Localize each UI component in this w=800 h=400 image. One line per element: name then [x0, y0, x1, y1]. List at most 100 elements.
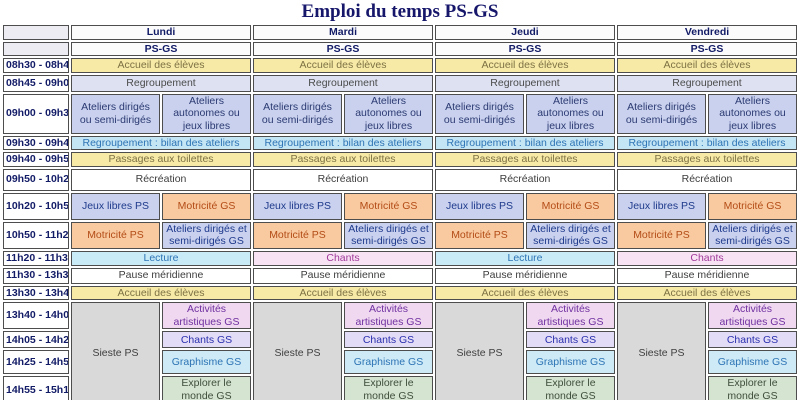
activity-cell: Motricité GS — [526, 192, 615, 220]
activity-cell: Pause méridienne — [617, 267, 797, 284]
activity-cell: Chants GS — [526, 331, 615, 349]
activity-cell: Chants — [617, 250, 797, 266]
activity-cell: Ateliers dirigés ou semi-dirigés — [71, 93, 160, 134]
activity-cell: Accueil des élèves — [253, 58, 433, 73]
time-cell: 09h40 - 09h50 — [3, 152, 69, 167]
activity-cell: Sieste PS — [71, 302, 160, 400]
activity-cell: Pause méridienne — [253, 267, 433, 284]
activity-cell: Regroupement — [253, 74, 433, 92]
time-cell: 09h00 - 09h30 — [3, 93, 69, 134]
activity-cell: Motricité PS — [71, 221, 160, 249]
time-cell: 08h30 - 08h45 — [3, 58, 69, 73]
time-cell: 14h25 - 14h55 — [3, 350, 69, 375]
activity-cell: Chants GS — [708, 331, 797, 349]
activity-cell: Sieste PS — [253, 302, 342, 400]
activity-cell: Passages aux toilettes — [617, 152, 797, 167]
activity-cell: Récréation — [435, 168, 615, 191]
activity-cell: Chants — [253, 250, 433, 266]
activity-cell: Pause méridienne — [71, 267, 251, 284]
time-cell: 09h50 - 10h20 — [3, 168, 69, 191]
activity-cell: Passages aux toilettes — [253, 152, 433, 167]
time-cell: 10h50 - 11h20 — [3, 221, 69, 249]
activity-cell: Explorer le monde GS — [162, 376, 251, 400]
activity-cell: Sieste PS — [435, 302, 524, 400]
activity-cell: Ateliers autonomes ou jeux libres — [526, 93, 615, 134]
activity-cell: Graphisme GS — [708, 350, 797, 375]
activity-cell: Pause méridienne — [435, 267, 615, 284]
time-cell: 13h40 - 14h05 — [3, 302, 69, 330]
activity-cell: Chants GS — [344, 331, 433, 349]
time-cell: 13h30 - 13h40 — [3, 285, 69, 301]
activity-cell: Jeux libres PS — [253, 192, 342, 220]
time-cell: 11h30 - 13h30 — [3, 267, 69, 284]
activity-cell: Motricité GS — [162, 192, 251, 220]
activity-cell: Jeux libres PS — [71, 192, 160, 220]
time-cell: 09h30 - 09h40 — [3, 135, 69, 151]
time-cell: 14h55 - 15h10 — [3, 376, 69, 400]
activity-cell: Ateliers dirigés ou semi-dirigés — [435, 93, 524, 134]
activity-cell: Regroupement : bilan des ateliers — [253, 135, 433, 151]
activity-cell: Accueil des élèves — [71, 58, 251, 73]
activity-cell: Regroupement — [617, 74, 797, 92]
activity-cell: Activités artistiques GS — [162, 302, 251, 330]
activity-cell: Motricité GS — [708, 192, 797, 220]
activity-cell: Explorer le monde GS — [526, 376, 615, 400]
activity-cell: Accueil des élèves — [253, 285, 433, 301]
activity-cell: Récréation — [617, 168, 797, 191]
time-cell: 11h20 - 11h30 — [3, 250, 69, 266]
activity-cell: Sieste PS — [617, 302, 706, 400]
time-cell: 10h20 - 10h50 — [3, 192, 69, 220]
activity-cell: Passages aux toilettes — [71, 152, 251, 167]
activity-cell: Ateliers dirigés et semi-dirigés GS — [162, 221, 251, 249]
activity-cell: Récréation — [253, 168, 433, 191]
psgs-header: PS-GS — [435, 41, 615, 57]
activity-cell: Motricité GS — [344, 192, 433, 220]
psgs-header: PS-GS — [71, 41, 251, 57]
activity-cell: Ateliers dirigés ou semi-dirigés — [253, 93, 342, 134]
activity-cell: Motricité PS — [435, 221, 524, 249]
corner-cell — [3, 25, 69, 40]
activity-cell: Explorer le monde GS — [708, 376, 797, 400]
time-cell: 08h45 - 09h00 — [3, 74, 69, 92]
activity-cell: Accueil des élèves — [617, 285, 797, 301]
activity-cell: Accueil des élèves — [435, 285, 615, 301]
activity-cell: Jeux libres PS — [435, 192, 524, 220]
activity-cell: Ateliers autonomes ou jeux libres — [708, 93, 797, 134]
activity-cell: Ateliers dirigés et semi-dirigés GS — [344, 221, 433, 249]
activity-cell: Regroupement : bilan des ateliers — [71, 135, 251, 151]
activity-cell: Passages aux toilettes — [435, 152, 615, 167]
activity-cell: Accueil des élèves — [435, 58, 615, 73]
activity-cell: Motricité PS — [617, 221, 706, 249]
activity-cell: Accueil des élèves — [71, 285, 251, 301]
activity-cell: Ateliers autonomes ou jeux libres — [162, 93, 251, 134]
timetable-row: 14h55 - 15h10 Explorer le monde GS Explore… — [3, 376, 797, 400]
activity-cell: Regroupement : bilan des ateliers — [435, 135, 615, 151]
psgs-header: PS-GS — [253, 41, 433, 57]
timetable: Lundi Mardi Jeudi Vendredi PS-GS PS-GS P… — [1, 23, 799, 400]
activity-cell: Regroupement : bilan des ateliers — [617, 135, 797, 151]
time-cell: 14h05 - 14h25 — [3, 331, 69, 349]
activity-cell: Graphisme GS — [526, 350, 615, 375]
timetable-row: 14h25 - 14h55 Graphisme GS Graphisme GS Gra… — [3, 350, 797, 375]
activity-cell: Graphisme GS — [162, 350, 251, 375]
activity-cell: Jeux libres PS — [617, 192, 706, 220]
activity-cell: Activités artistiques GS — [344, 302, 433, 330]
day-header-jeudi: Jeudi — [435, 25, 615, 40]
page-title: Emploi du temps PS-GS — [301, 1, 499, 22]
timetable-row: 14h05 - 14h25 Chants GS Chants GS Chants GS… — [3, 331, 797, 349]
activity-cell: Chants GS — [162, 331, 251, 349]
activity-cell: Regroupement — [435, 74, 615, 92]
activity-cell: Explorer le monde GS — [344, 376, 433, 400]
day-header-vendredi: Vendredi — [617, 25, 797, 40]
activity-cell: Activités artistiques GS — [526, 302, 615, 330]
activity-cell: Graphisme GS — [344, 350, 433, 375]
